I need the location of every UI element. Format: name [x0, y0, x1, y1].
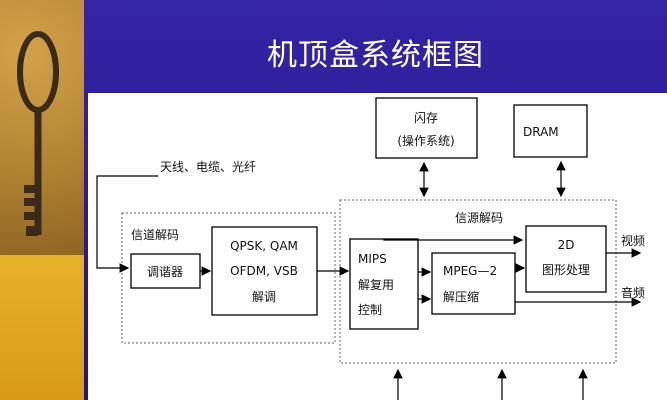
mpeg-line-1: MPEG—2 [443, 264, 497, 278]
dram-label: DRAM [523, 125, 559, 139]
video-out-label: 视频 [621, 233, 645, 248]
slide-title: 机顶盒系统框图 [267, 38, 484, 73]
demod-line-3: 解调 [252, 290, 276, 304]
demod-line-1: QPSK, QAM [230, 239, 298, 253]
channel-decode-group [121, 212, 336, 344]
mips-block [349, 238, 419, 330]
source-decode-title: 信源解码 [455, 211, 503, 225]
mips-line-2: 解复用 [358, 278, 394, 292]
flash-block [375, 97, 478, 159]
tuner-label: 调谐器 [147, 265, 183, 279]
audio-out-label: 音频 [621, 285, 645, 300]
gold-strip [0, 255, 84, 400]
channel-decode-title: 信道解码 [131, 228, 179, 242]
sand-background [0, 0, 84, 255]
mips-line-3: 控制 [358, 303, 382, 317]
flash-line-1: 闪存 [414, 111, 438, 125]
input-arrow [96, 175, 158, 273]
mpeg-line-2: 解压缩 [443, 289, 479, 304]
graphics-block [525, 225, 607, 293]
dram-block [513, 104, 588, 158]
flash-line-2: (操作系统) [397, 133, 454, 148]
demod-block [211, 226, 318, 316]
mpeg-block [431, 252, 516, 315]
mips-line-1: MIPS [358, 252, 387, 266]
key-icon [17, 31, 59, 236]
source-decode-group [339, 199, 617, 364]
graphics-line-1: 2D [558, 238, 575, 252]
demod-line-2: OFDM, VSB [230, 264, 298, 278]
input-label: 天线、电缆、光纤 [160, 160, 256, 174]
sidebar-photo [0, 0, 84, 400]
graphics-line-2: 图形处理 [542, 263, 590, 277]
tuner-block [130, 253, 201, 289]
mips-graphics-arrow [383, 235, 524, 245]
